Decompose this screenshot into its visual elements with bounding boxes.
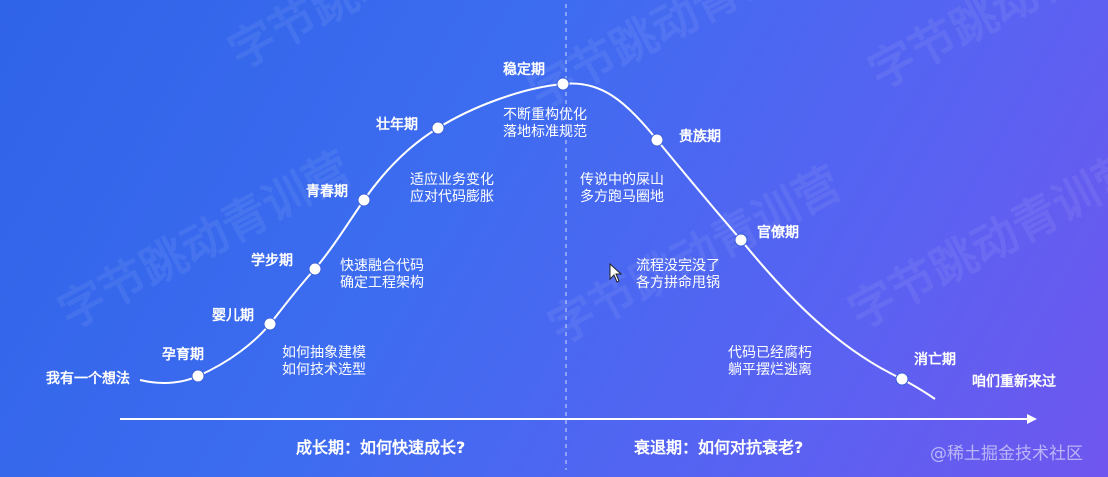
- note-line: 如何技术选型: [282, 361, 366, 378]
- note-bureaucracy: 流程没完没了 各方拼命甩锅: [636, 258, 720, 291]
- note-decline: 代码已经腐朽 躺平摆烂逃离: [728, 345, 812, 378]
- note-line: 代码已经腐朽: [728, 345, 812, 361]
- stage-dot-toddler: [308, 262, 322, 276]
- note-line: 落地标准规范: [503, 123, 587, 140]
- note-stable: 不断重构优化 落地标准规范: [503, 107, 587, 140]
- stage-label-prime: 壮年期: [376, 117, 418, 133]
- stage-label-infant: 婴儿期: [212, 308, 254, 324]
- note-line: 适应业务变化: [410, 172, 494, 188]
- note-infant: 如何抽象建模 如何技术选型: [282, 345, 366, 378]
- phase-label-decline: 衰退期：如何对抗衰老?: [634, 438, 804, 457]
- note-line: 确定工程架构: [340, 274, 424, 291]
- note-line: 快速融合代码: [340, 258, 424, 274]
- stage-dot-aristocracy: [650, 133, 664, 147]
- stage-label-gestation: 孕育期: [162, 347, 204, 363]
- stage-label-restart: 咱们重新来过: [972, 374, 1056, 390]
- stage-dot-gestation: [191, 369, 205, 383]
- note-line: 流程没完没了: [636, 258, 720, 274]
- stage-dot-prime: [431, 121, 445, 135]
- note-line: 各方拼命甩锅: [636, 274, 720, 291]
- stage-dot-stable: [556, 77, 570, 91]
- phase-label-growth: 成长期：如何快速成长?: [296, 438, 466, 457]
- note-line: 如何抽象建模: [282, 345, 366, 361]
- stage-dot-youth: [357, 193, 371, 207]
- note-toddler: 快速融合代码 确定工程架构: [340, 258, 424, 291]
- stage-label-start: 我有一个想法: [46, 371, 130, 387]
- note-youth: 适应业务变化 应对代码膨胀: [410, 172, 494, 205]
- stage-label-stable: 稳定期: [503, 62, 545, 78]
- stage-dot-bureaucracy: [734, 233, 748, 247]
- stage-label-toddler: 学步期: [251, 253, 293, 269]
- note-line: 不断重构优化: [503, 107, 587, 123]
- stage-label-youth: 青春期: [306, 184, 348, 200]
- stage-label-bureaucracy: 官僚期: [757, 225, 799, 241]
- note-aristocracy: 传说中的屎山 多方跑马圈地: [580, 172, 664, 205]
- source-credit: @稀土掘金技术社区: [930, 444, 1083, 464]
- note-line: 多方跑马圈地: [580, 188, 664, 205]
- stage-dot-death: [895, 372, 909, 386]
- mouse-cursor-icon: [609, 263, 623, 283]
- stage-dot-infant: [263, 317, 277, 331]
- stage-label-aristocracy: 贵族期: [679, 129, 721, 145]
- note-line: 应对代码膨胀: [410, 188, 494, 205]
- note-line: 传说中的屎山: [580, 172, 664, 188]
- note-line: 躺平摆烂逃离: [728, 361, 812, 378]
- stage-label-death: 消亡期: [914, 352, 956, 368]
